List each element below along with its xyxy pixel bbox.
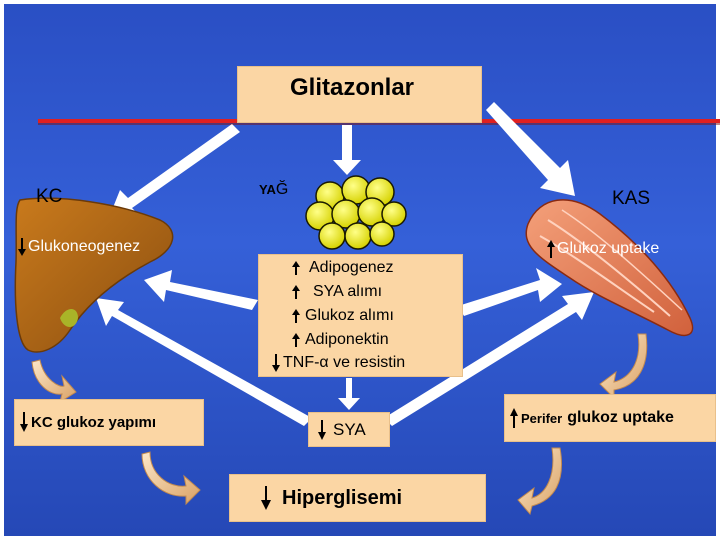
- fat-effect-4: Adiponektin: [291, 331, 389, 349]
- arrow-fat-to-liver-upper: [144, 270, 258, 310]
- fat-label: YAĞ: [259, 181, 289, 198]
- fat-effects-box: Adipogenez SYA alımı Glukoz alımı Adipon…: [258, 254, 463, 377]
- curve-arrow-left-bottom: [141, 451, 201, 506]
- liver-effect: Glukoneogenez: [16, 236, 140, 258]
- liver-outcome-box: KC glukoz yapımı: [14, 399, 204, 446]
- up-arrow-icon: [292, 309, 300, 323]
- title-box: Glitazonlar: [237, 66, 482, 123]
- arrow-sya-to-muscle: [384, 292, 594, 426]
- sya-outcome: SYA: [317, 419, 366, 441]
- fat-effect-5: TNF-α ve resistin: [271, 353, 405, 373]
- muscle-outcome: Perifer glukoz uptake: [509, 407, 674, 429]
- fat-cells-icon: [305, 175, 407, 250]
- liver-icon: [14, 197, 174, 353]
- curve-arrow-liver: [31, 359, 77, 404]
- up-arrow-icon: [292, 333, 300, 347]
- arrow-title-to-muscle: [486, 102, 575, 196]
- arrow-fat-to-muscle-upper: [458, 268, 562, 316]
- up-arrow-icon: [292, 285, 300, 299]
- result-box: Hiperglisemi: [229, 474, 486, 522]
- arrow-title-to-liver: [108, 124, 240, 220]
- muscle-outcome-box: Perifer glukoz uptake: [504, 394, 716, 442]
- title-text: Glitazonlar: [290, 74, 415, 101]
- liver-effect-text: Glukoneogenez: [28, 238, 141, 255]
- up-arrow-icon: [292, 261, 300, 275]
- arrow-title-to-fat: [333, 125, 361, 175]
- down-arrow-icon: [261, 486, 271, 510]
- fat-effect-3: Glukoz alımı: [291, 307, 394, 325]
- liver-label: KC: [36, 186, 63, 207]
- up-arrow-icon: [547, 240, 555, 258]
- liver-outcome: KC glukoz yapımı: [19, 411, 156, 433]
- up-arrow-icon: [510, 408, 518, 428]
- down-arrow-icon: [272, 354, 280, 372]
- arrow-sya-to-liver: [96, 298, 312, 426]
- arrow-fat-to-sya: [338, 378, 360, 410]
- fat-effect-1: Adipogenez: [291, 259, 394, 277]
- curve-arrow-right-bottom: [517, 447, 562, 516]
- down-arrow-icon: [318, 420, 326, 440]
- fat-effect-2: SYA alımı: [291, 283, 382, 301]
- muscle-label: KAS: [612, 188, 651, 209]
- result: Hiperglisemi: [260, 485, 402, 511]
- down-arrow-icon: [20, 412, 28, 432]
- sya-box: SYA: [308, 412, 390, 447]
- muscle-effect-text: Glukoz uptake: [557, 240, 660, 257]
- down-arrow-icon: [18, 238, 26, 256]
- curve-arrow-muscle: [599, 333, 648, 400]
- muscle-effect: Glukoz uptake: [545, 238, 659, 260]
